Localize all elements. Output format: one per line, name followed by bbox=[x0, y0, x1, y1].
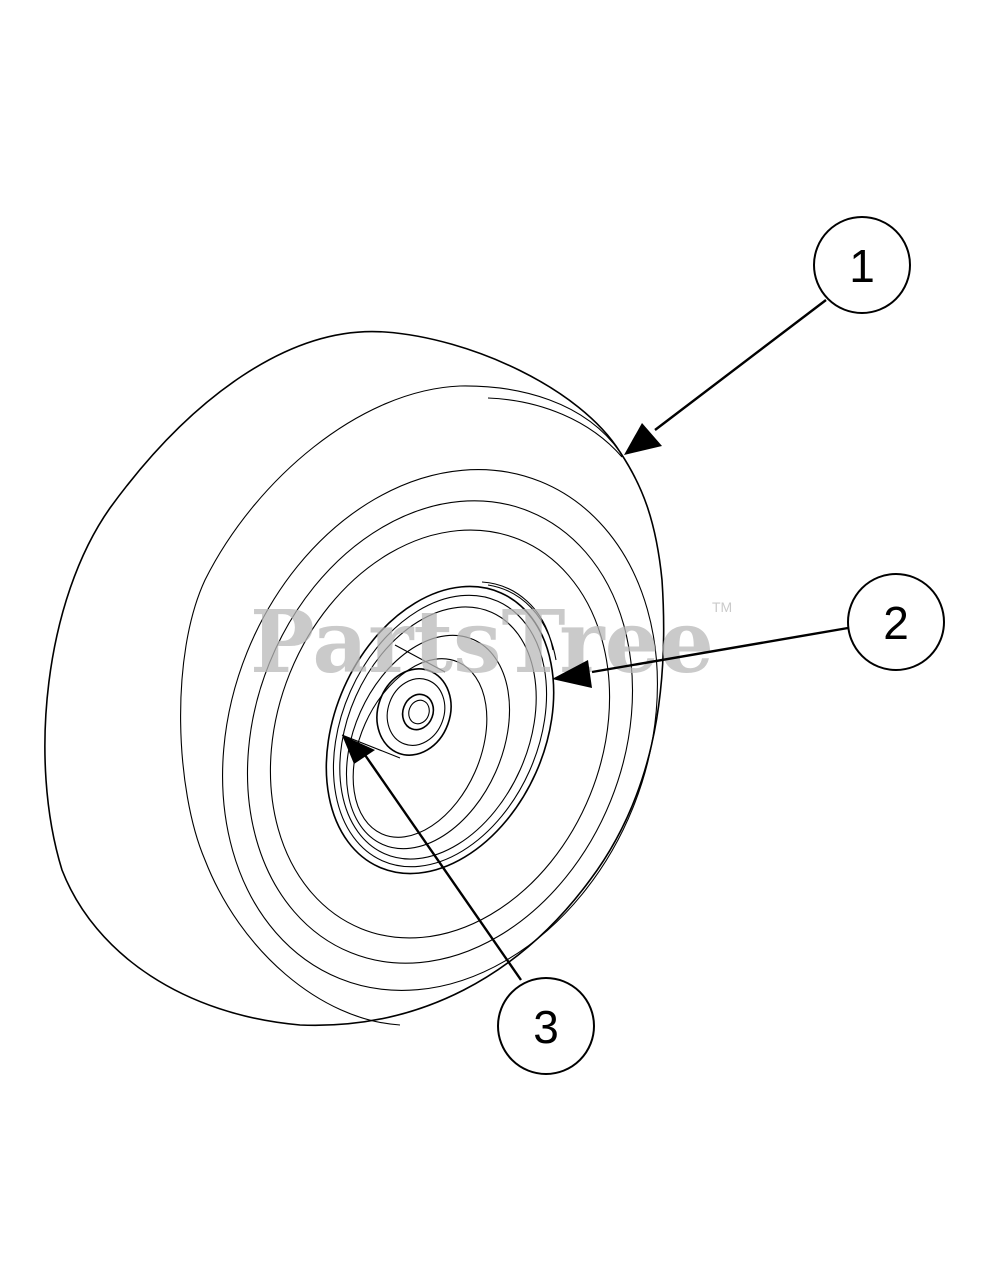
hub-body bbox=[341, 644, 446, 759]
watermark-tm: TM bbox=[712, 599, 732, 615]
rim-well-inner bbox=[352, 658, 488, 838]
callout-3-circle bbox=[497, 977, 595, 1075]
callout-1-circle bbox=[813, 216, 911, 314]
hub-outer bbox=[376, 668, 452, 756]
callout-3-arrowhead bbox=[342, 735, 375, 764]
tire-tread-shoulder bbox=[180, 385, 621, 1026]
callout-3-label: 3 bbox=[533, 1001, 559, 1053]
sidewall-ring-2 bbox=[246, 500, 634, 964]
callout-2[interactable]: 2 bbox=[552, 573, 945, 688]
rim-well bbox=[345, 634, 511, 850]
tire-outer-edge bbox=[44, 330, 665, 1027]
tire-sidewall-edge bbox=[487, 397, 623, 458]
callout-2-label: 2 bbox=[883, 597, 909, 649]
rim-lip bbox=[339, 606, 537, 860]
tire bbox=[44, 330, 665, 1027]
sidewall-ring-1 bbox=[222, 469, 658, 991]
watermark-text: PartsTree bbox=[250, 592, 714, 693]
callout-2-leader bbox=[591, 626, 849, 674]
callout-1-arrowhead bbox=[624, 423, 662, 455]
wheel-rim bbox=[325, 581, 557, 875]
callout-2-circle bbox=[847, 573, 945, 671]
callout-1[interactable]: 1 bbox=[624, 216, 911, 455]
watermark: PartsTree TM bbox=[250, 592, 732, 693]
hub-bore-inner bbox=[408, 699, 430, 725]
callout-3[interactable]: 3 bbox=[342, 735, 595, 1075]
rim-flange-outer bbox=[325, 585, 555, 875]
hub-bore bbox=[401, 693, 435, 731]
callout-1-leader bbox=[654, 299, 827, 431]
rim-edge-highlight-2 bbox=[481, 581, 554, 651]
bearing-hub bbox=[341, 644, 452, 759]
callout-2-arrowhead bbox=[552, 660, 592, 688]
callout-3-leader bbox=[364, 754, 522, 981]
rim-flange-inner bbox=[332, 594, 548, 868]
hub-ring bbox=[386, 678, 446, 746]
sidewall-ring-3 bbox=[269, 529, 611, 939]
callout-1-label: 1 bbox=[849, 240, 875, 292]
